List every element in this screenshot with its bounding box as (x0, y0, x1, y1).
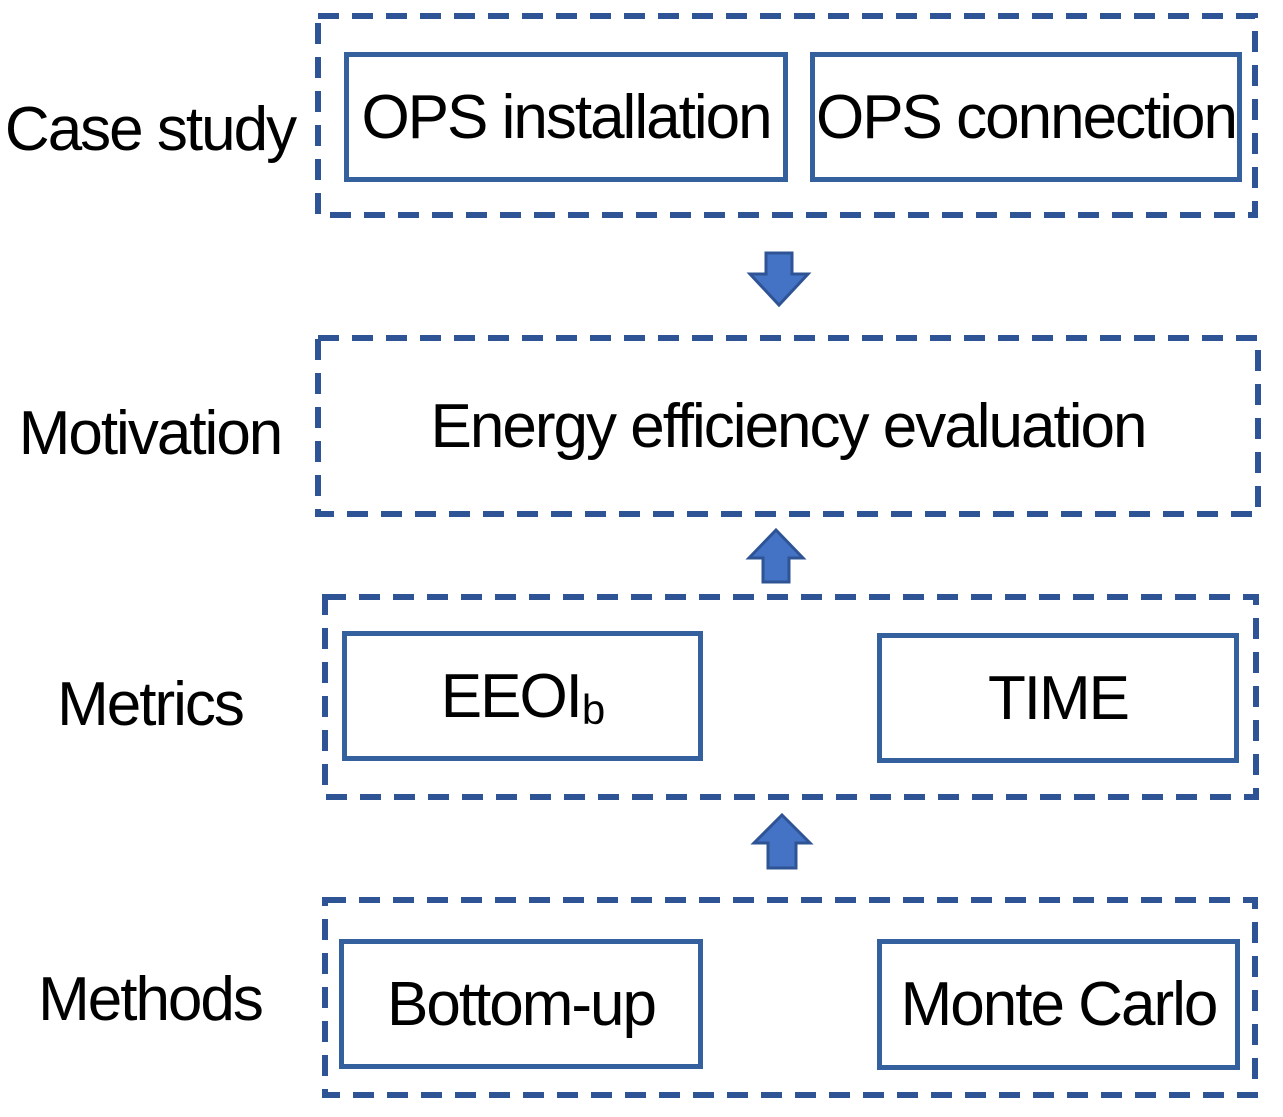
row-label-motivation: Motivation (18, 399, 284, 468)
arrow-up-icon (750, 812, 814, 870)
arrow-down-icon (746, 251, 812, 308)
box-monte-carlo-label: Monte Carlo (900, 970, 1219, 1039)
row-label-metrics: Metrics (57, 670, 245, 739)
box-eeoi-label: EEOI (440, 661, 583, 731)
row-label-case-study: Case study (4, 95, 297, 164)
box-ops-connection: OPS connection (810, 52, 1242, 182)
row-label-methods: Methods (38, 965, 264, 1034)
arrow-up-icon (745, 527, 807, 584)
box-time-label: TIME (987, 663, 1130, 733)
metrics-group-outline (322, 594, 1259, 800)
box-bottom-up-label: Bottom-up (386, 969, 657, 1039)
methods-group-outline (322, 897, 1258, 1098)
motivation-text: Energy efficiency evaluation (315, 335, 1261, 517)
box-ops-installation-label: OPS installation (361, 82, 772, 152)
motivation-group-outline (315, 335, 1261, 517)
case-study-group-outline (315, 13, 1258, 218)
box-time: TIME (877, 633, 1239, 763)
motivation-text-label: Energy efficiency evaluation (430, 391, 1148, 461)
box-bottom-up: Bottom-up (339, 939, 703, 1069)
box-monte-carlo: Monte Carlo (877, 939, 1240, 1070)
box-ops-installation: OPS installation (344, 52, 788, 182)
box-ops-connection-label: OPS connection (815, 82, 1238, 152)
box-eeoi-subscript: b (581, 686, 605, 733)
